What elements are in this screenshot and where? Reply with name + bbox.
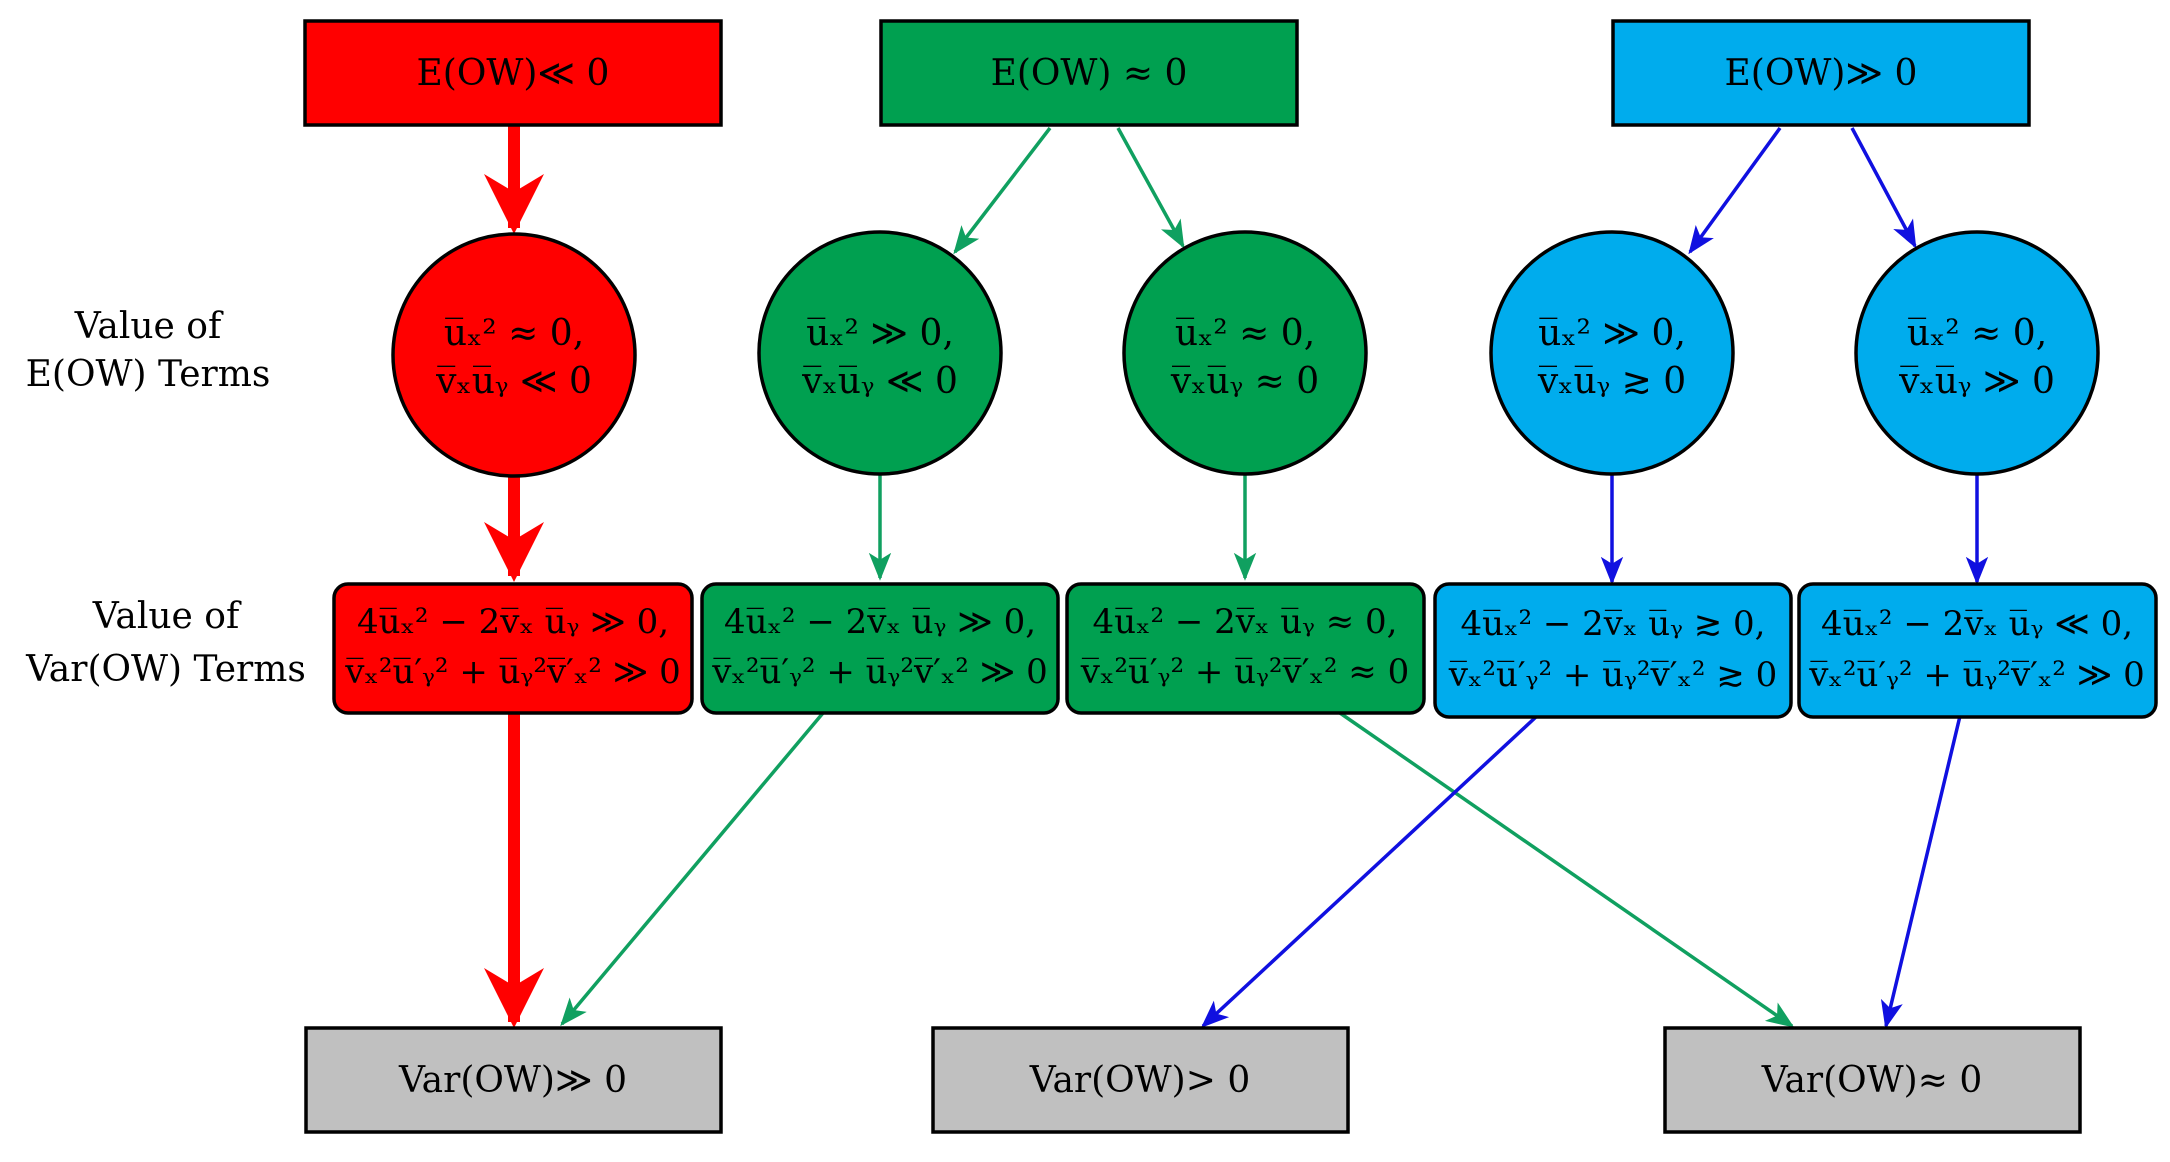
mid-box-green-right-line1: 4u̅ₓ² − 2v̅ₓ u̅ᵧ ≈ 0, (1093, 602, 1398, 642)
circles: u̅ₓ² ≈ 0, v̅ₓu̅ᵧ ≪ 0 u̅ₓ² ≫ 0, v̅ₓu̅ᵧ ≪ … (391, 230, 2100, 478)
mid-box-green-right: 4u̅ₓ² − 2v̅ₓ u̅ᵧ ≈ 0, v̅ₓ²u̅′ᵧ² + u̅ᵧ²v̅… (1065, 582, 1426, 715)
row-label-e-terms-line2: E(OW) Terms (26, 354, 271, 395)
circle-blue-left: u̅ₓ² ≫ 0, v̅ₓu̅ᵧ ≳ 0 (1489, 230, 1735, 476)
top-box-zero-label: E(OW) ≈ 0 (991, 53, 1188, 94)
top-boxes: E(OW)≪ 0 E(OW) ≈ 0 E(OW)≫ 0 (303, 19, 2031, 127)
bottom-box-approx-zero: Var(OW)≈ 0 (1663, 1026, 2082, 1134)
row-label-var-terms-line1: Value of (92, 596, 242, 637)
bottom-box-greater-label: Var(OW)> 0 (1029, 1060, 1250, 1101)
arrow-blue-top-to-circle-left (1688, 126, 1782, 255)
bottom-box-greater: Var(OW)> 0 (931, 1026, 1350, 1134)
row-labels: Value of E(OW) Terms Value of Var(OW) Te… (25, 306, 306, 690)
circle-red-line1: u̅ₓ² ≈ 0, (444, 313, 584, 354)
top-box-negative: E(OW)≪ 0 (303, 19, 723, 127)
row-label-var-terms-line2: Var(OW) Terms (25, 649, 306, 690)
bottom-box-much-greater-label: Var(OW)≫ 0 (398, 1060, 627, 1101)
bottom-box-approx-zero-label: Var(OW)≈ 0 (1761, 1060, 1982, 1101)
circle-red: u̅ₓ² ≈ 0, v̅ₓu̅ᵧ ≪ 0 (391, 232, 637, 478)
mid-box-green-left: 4u̅ₓ² − 2v̅ₓ u̅ᵧ ≫ 0, v̅ₓ²u̅′ᵧ² + u̅ᵧ²v̅… (700, 582, 1060, 715)
arrow-green-mid-right-to-bottom (1339, 711, 1795, 1028)
circle-blue-right: u̅ₓ² ≈ 0, v̅ₓu̅ᵧ ≫ 0 (1854, 230, 2100, 476)
circle-green-right-line1: u̅ₓ² ≈ 0, (1175, 313, 1315, 354)
mid-box-blue-right-line1: 4u̅ₓ² − 2v̅ₓ u̅ᵧ ≪ 0, (1821, 604, 2133, 644)
top-box-zero: E(OW) ≈ 0 (879, 19, 1299, 127)
arrow-blue-mid-right-to-bottom (1880, 715, 1962, 1029)
circle-green-left-line1: u̅ₓ² ≫ 0, (806, 313, 954, 354)
circle-green-left-line2: v̅ₓu̅ᵧ ≪ 0 (801, 361, 958, 402)
mid-box-green-right-line2: v̅ₓ²u̅′ᵧ² + u̅ᵧ²v̅′ₓ² ≈ 0 (1080, 652, 1409, 692)
arrow-green-mid-left-to-bottom (560, 711, 825, 1027)
mid-box-red-line1: 4u̅ₓ² − 2v̅ₓ u̅ᵧ ≫ 0, (357, 602, 669, 642)
mid-box-red-line2: v̅ₓ²u̅′ᵧ² + u̅ᵧ²v̅′ₓ² ≫ 0 (344, 652, 681, 692)
top-box-positive: E(OW)≫ 0 (1611, 19, 2031, 127)
mid-box-green-left-line1: 4u̅ₓ² − 2v̅ₓ u̅ᵧ ≫ 0, (724, 602, 1036, 642)
mid-boxes: 4u̅ₓ² − 2v̅ₓ u̅ᵧ ≫ 0, v̅ₓ²u̅′ᵧ² + u̅ᵧ²v̅… (332, 582, 2158, 719)
bottom-box-much-greater: Var(OW)≫ 0 (304, 1026, 723, 1134)
mid-box-blue-right-line2: v̅ₓ²u̅′ᵧ² + u̅ᵧ²v̅′ₓ² ≫ 0 (1808, 655, 2145, 695)
bottom-boxes: Var(OW)≫ 0 Var(OW)> 0 Var(OW)≈ 0 (304, 1026, 2082, 1134)
circle-blue-left-line1: u̅ₓ² ≫ 0, (1538, 313, 1686, 354)
arrow-green-top-to-circle-left (953, 126, 1052, 255)
circle-blue-right-line2: v̅ₓu̅ᵧ ≫ 0 (1898, 361, 2055, 402)
mid-box-red: 4u̅ₓ² − 2v̅ₓ u̅ᵧ ≫ 0, v̅ₓ²u̅′ᵧ² + u̅ᵧ²v̅… (332, 582, 694, 715)
arrows (484, 126, 1989, 1029)
mid-box-blue-left: 4u̅ₓ² − 2v̅ₓ u̅ᵧ ≳ 0, v̅ₓ²u̅′ᵧ² + u̅ᵧ²v̅… (1433, 582, 1793, 719)
circle-green-right-line2: v̅ₓu̅ᵧ ≈ 0 (1170, 361, 1319, 402)
mid-box-green-left-line2: v̅ₓ²u̅′ᵧ² + u̅ᵧ²v̅′ₓ² ≫ 0 (711, 652, 1048, 692)
top-box-positive-label: E(OW)≫ 0 (1725, 53, 1918, 94)
arrow-green-top-to-circle-right (1116, 127, 1185, 249)
circle-blue-right-line1: u̅ₓ² ≈ 0, (1907, 313, 2047, 354)
mid-box-blue-left-line2: v̅ₓ²u̅′ᵧ² + u̅ᵧ²v̅′ₓ² ≳ 0 (1448, 655, 1777, 695)
circle-red-line2: v̅ₓu̅ᵧ ≪ 0 (435, 361, 592, 402)
circle-green-right: u̅ₓ² ≈ 0, v̅ₓu̅ᵧ ≈ 0 (1122, 230, 1368, 476)
arrow-blue-mid-left-to-bottom (1200, 714, 1539, 1028)
top-box-negative-label: E(OW)≪ 0 (417, 53, 610, 94)
mid-box-blue-right: 4u̅ₓ² − 2v̅ₓ u̅ᵧ ≪ 0, v̅ₓ²u̅′ᵧ² + u̅ᵧ²v̅… (1797, 582, 2158, 719)
mid-box-blue-left-line1: 4u̅ₓ² − 2v̅ₓ u̅ᵧ ≳ 0, (1461, 604, 1766, 644)
circle-green-left: u̅ₓ² ≫ 0, v̅ₓu̅ᵧ ≪ 0 (757, 230, 1003, 476)
circle-blue-left-line2: v̅ₓu̅ᵧ ≳ 0 (1537, 361, 1686, 402)
arrow-blue-top-to-circle-right (1850, 127, 1917, 249)
row-label-e-terms-line1: Value of (74, 306, 224, 347)
